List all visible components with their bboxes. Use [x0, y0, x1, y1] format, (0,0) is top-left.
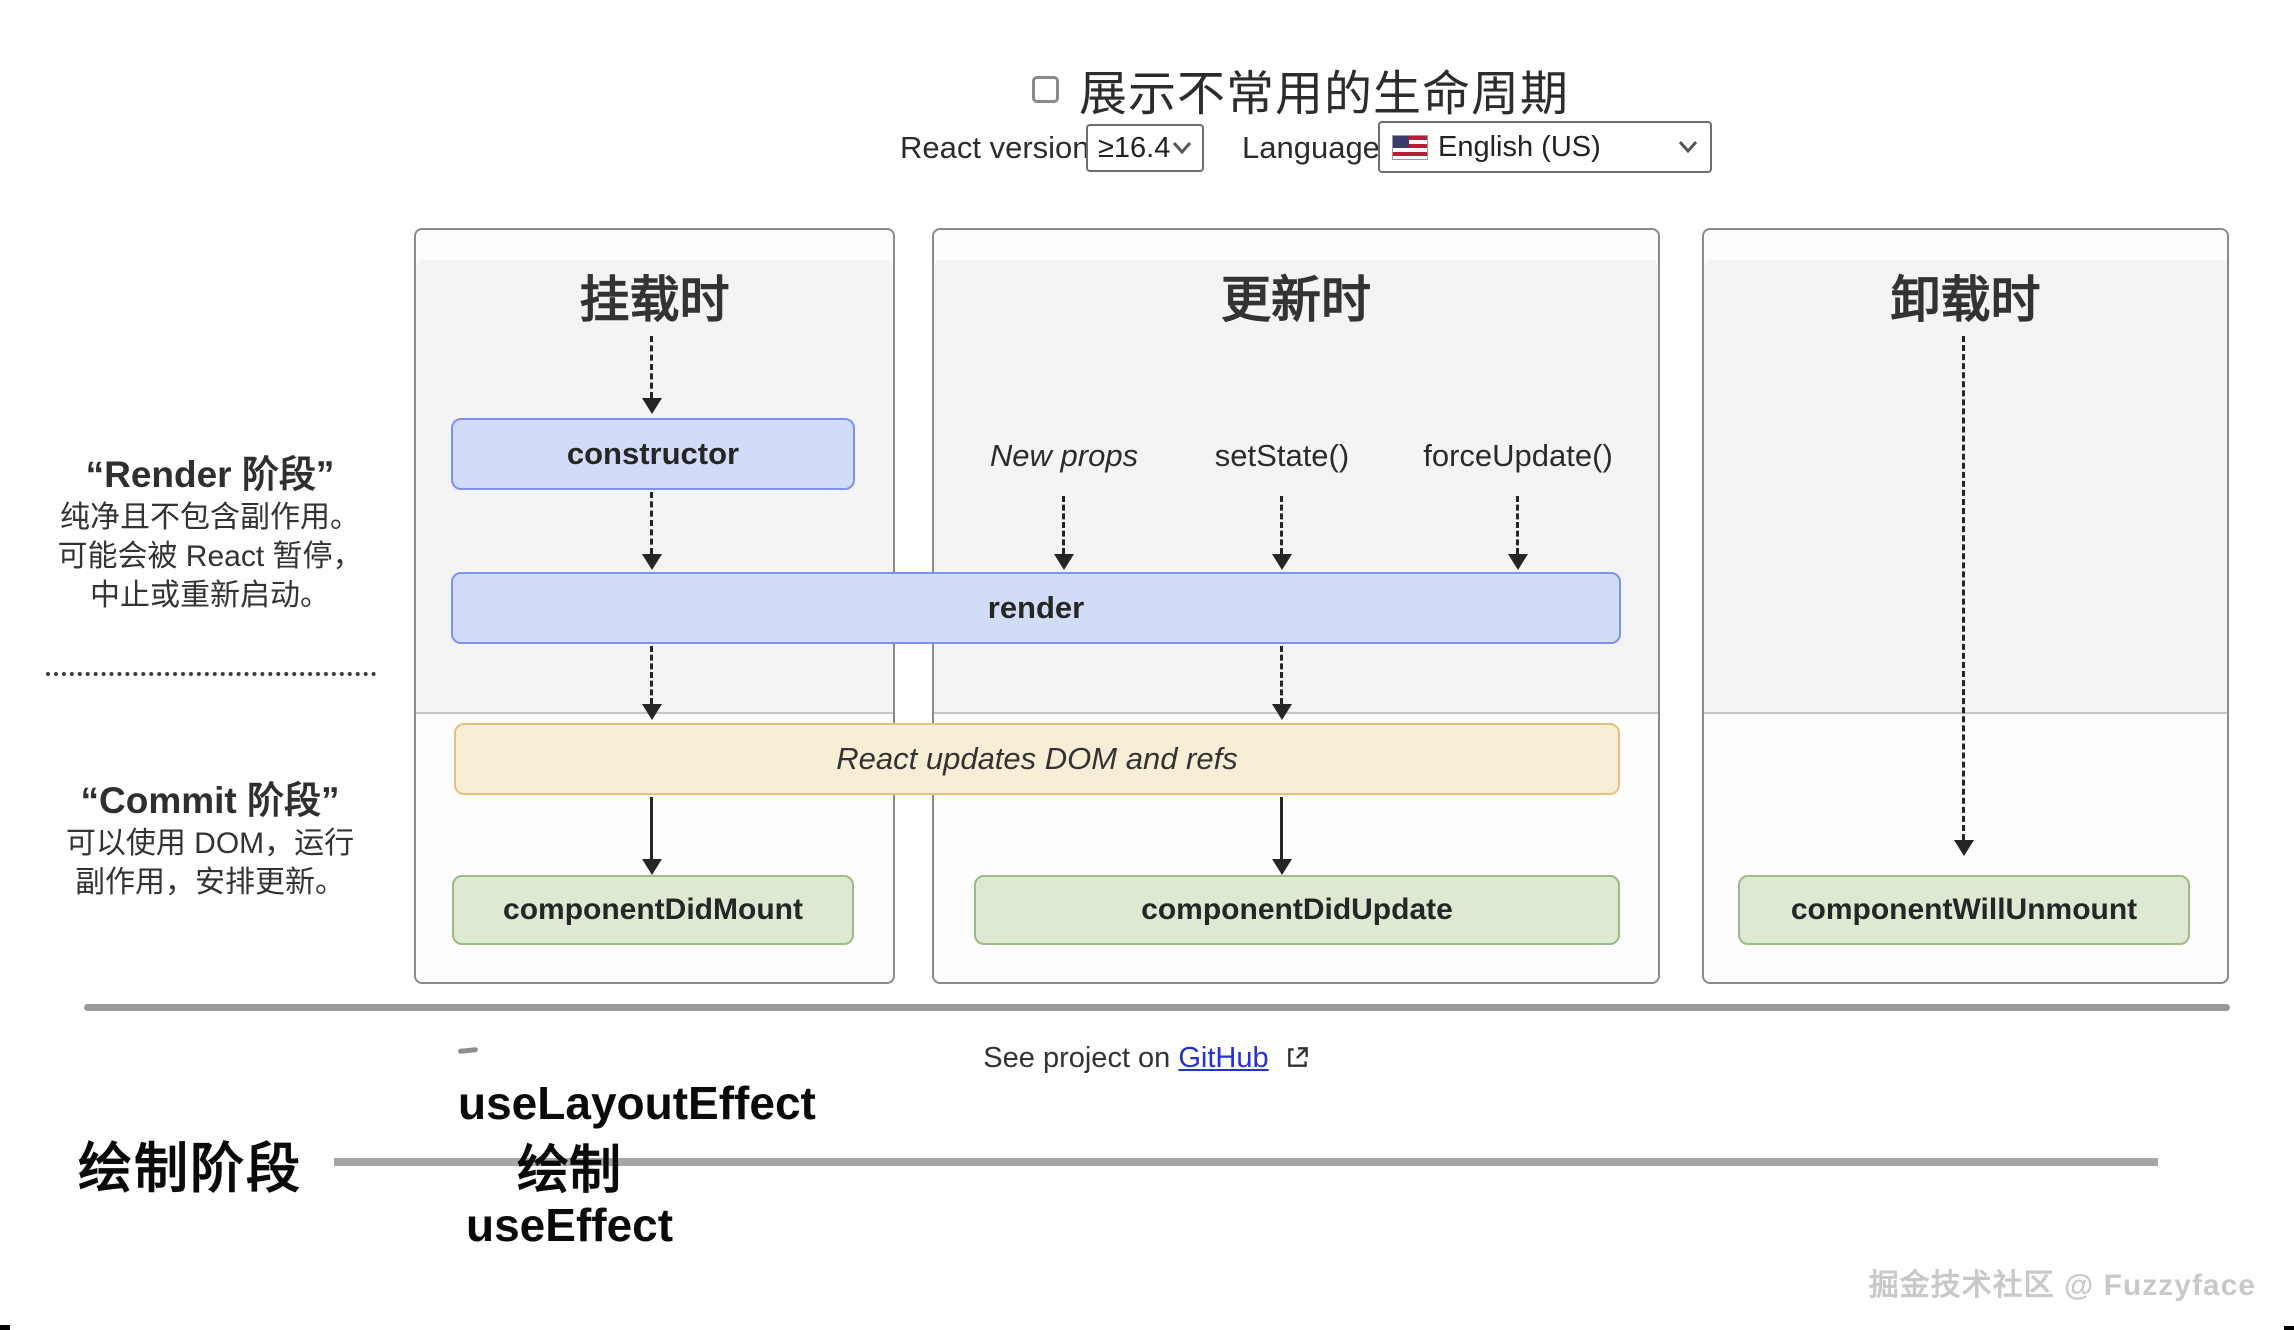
- react-version-value: ≥16.4: [1098, 131, 1171, 164]
- language-label: Language: [1242, 130, 1380, 165]
- constructor-box[interactable]: constructor: [451, 418, 855, 490]
- arrow-domupdate-to-didupdate: [1272, 797, 1292, 875]
- annotation-paint: 绘制: [517, 1142, 622, 1200]
- render-phase-title: “Render 阶段”: [85, 454, 335, 495]
- github-link[interactable]: GitHub: [1178, 1042, 1269, 1074]
- see-project-text: See project on: [983, 1042, 1171, 1074]
- arrow-domupdate-to-didmount: [642, 797, 662, 875]
- arrow-mount-to-constructor: [642, 336, 662, 414]
- arrow-newprops-to-render: [1054, 496, 1074, 570]
- language-value: English (US): [1438, 130, 1601, 163]
- updating-column-header: 更新时: [1221, 272, 1371, 328]
- page-title: 展示不常用的生命周期: [1032, 54, 1569, 124]
- updating-render-area: 更新时: [934, 260, 1658, 714]
- phase-dotted-divider: [46, 672, 376, 676]
- see-project-line: See project on GitHub: [0, 1042, 2294, 1075]
- new-props-trigger: New props: [989, 438, 1139, 473]
- mounting-column-header: 挂载时: [579, 272, 730, 328]
- external-link-icon: [1287, 1047, 1308, 1067]
- react-version-select[interactable]: ≥16.4: [1086, 124, 1204, 172]
- annotation-underline: [334, 1158, 2158, 1166]
- arrow-constructor-to-render: [642, 492, 662, 570]
- arrow-unmount-to-willunmount: [1954, 336, 1974, 856]
- unmounting-column-header: 卸载时: [1890, 272, 2041, 328]
- annotation-uselayouteffect: useLayoutEffect: [458, 1077, 816, 1129]
- us-flag-icon: [1392, 134, 1428, 160]
- unmounting-column: 卸载时: [1702, 228, 2229, 984]
- component-will-unmount-box[interactable]: componentWillUnmount: [1738, 875, 2190, 945]
- unmounting-render-area: 卸载时: [1704, 260, 2227, 714]
- render-box[interactable]: render: [451, 572, 1621, 644]
- watermark: 掘金技术社区 @ Fuzzyface: [1868, 1269, 2256, 1302]
- corner-mark-left: [0, 1325, 10, 1330]
- arrow-render-to-domupdate-right: [1272, 646, 1292, 720]
- bottom-divider: [84, 1004, 2230, 1011]
- page-title-label: 展示不常用的生命周期: [1079, 68, 1570, 121]
- language-select[interactable]: English (US): [1378, 121, 1712, 173]
- arrow-setstate-to-render: [1272, 496, 1292, 570]
- render-phase-description: 纯净且不包含副作用。 可能会被 React 暂停， 中止或重新启动。: [57, 501, 363, 612]
- react-version-label: React version: [900, 130, 1090, 165]
- component-did-mount-box[interactable]: componentDidMount: [452, 875, 854, 945]
- arrow-render-to-domupdate-left: [642, 646, 662, 720]
- annotation-paint-phase: 绘制阶段: [78, 1139, 302, 1199]
- chevron-down-icon: [1678, 141, 1698, 154]
- react-updates-dom-box: React updates DOM and refs: [454, 723, 1620, 795]
- show-uncommon-lifecycles-checkbox[interactable]: [1032, 75, 1059, 103]
- component-did-update-box[interactable]: componentDidUpdate: [974, 875, 1620, 945]
- corner-mark-right: [2284, 1326, 2294, 1330]
- commit-phase-title: “Commit 阶段”: [80, 780, 340, 821]
- chevron-down-icon: [1172, 142, 1192, 155]
- commit-phase-description: 可以使用 DOM，运行 副作用，安排更新。: [65, 827, 355, 899]
- setstate-trigger: setState(): [1214, 438, 1350, 473]
- arrow-forceupdate-to-render: [1508, 496, 1528, 570]
- forceupdate-trigger: forceUpdate(): [1423, 438, 1613, 473]
- annotation-useeffect: useEffect: [466, 1199, 674, 1251]
